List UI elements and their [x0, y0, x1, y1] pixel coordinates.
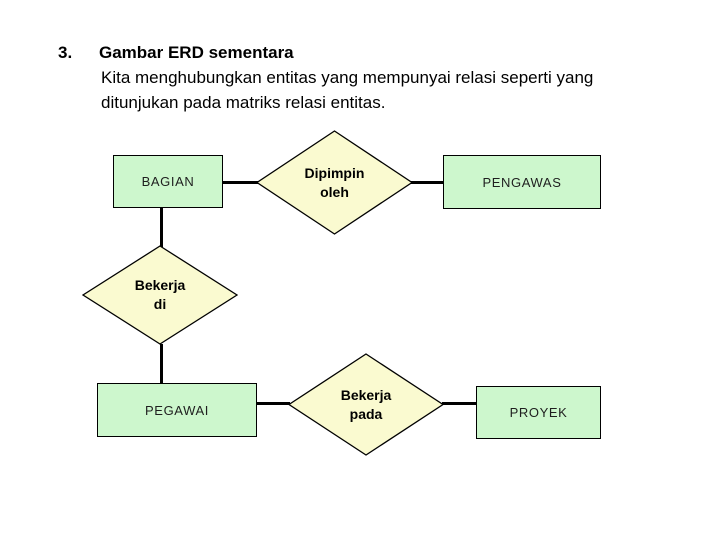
entity-pengawas: PENGAWAS [443, 155, 601, 209]
connector-dipimpin-oleh-pengawas [411, 181, 444, 184]
connector-bekerja-pada-proyek [442, 402, 478, 405]
connector-pegawai-bekerja-pada [255, 402, 290, 405]
relation-label: Bekerja di [134, 277, 186, 312]
relation-label: Bekerja pada [340, 386, 392, 422]
relation-bekerja-di: Bekerja di [82, 245, 238, 345]
heading-body-line-1: Kita menghubungkan entitas yang mempunya… [101, 68, 594, 87]
connector-bagian-bekerja-di [160, 207, 163, 247]
heading-number: 3. [58, 43, 73, 62]
heading-body-line-2: ditunjukan pada matriks relasi entitas. [101, 93, 386, 112]
connector-bagian-dipimpin-oleh [222, 181, 258, 184]
diamond-shape [288, 353, 444, 456]
heading-title: Gambar ERD sementara [99, 43, 294, 62]
relation-label: Dipimpin oleh [304, 164, 365, 200]
connector-bekerja-di-pegawai [160, 344, 163, 384]
entity-label: PENGAWAS [482, 174, 562, 190]
relation-bekerja-pada: Bekerja pada [288, 353, 444, 456]
diamond-shape [256, 130, 413, 235]
entity-label: BAGIAN [141, 174, 195, 189]
diamond-shape [82, 245, 238, 345]
relation-dipimpin-oleh: Dipimpin oleh [256, 130, 413, 235]
entity-pegawai: PEGAWAI [97, 383, 257, 437]
entity-label: PROYEK [509, 405, 568, 420]
entity-proyek: PROYEK [476, 386, 601, 439]
entity-bagian: BAGIAN [113, 155, 223, 208]
entity-label: PEGAWAI [145, 402, 209, 418]
